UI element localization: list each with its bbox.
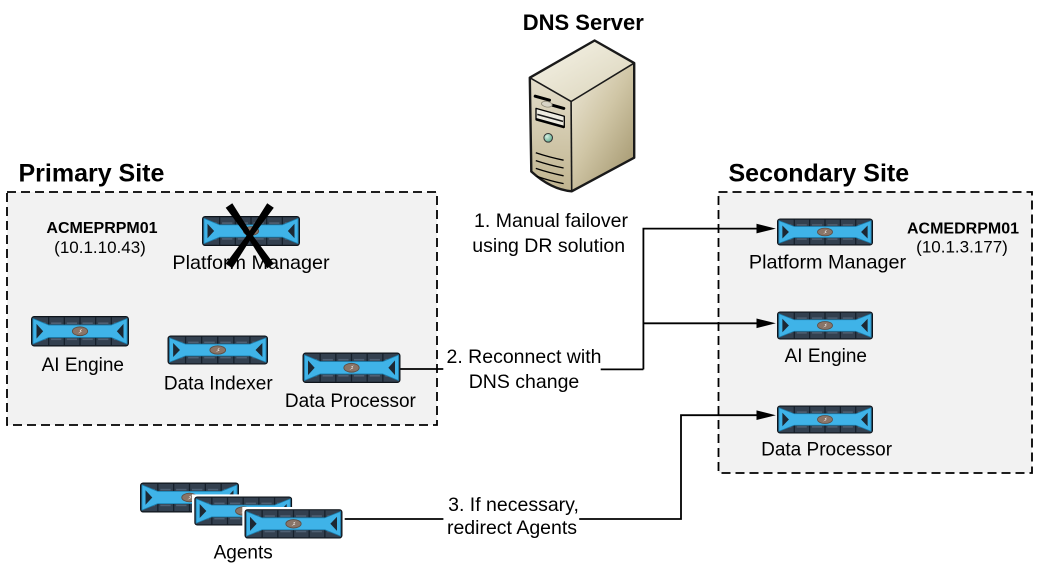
svg-text:Platform Manager: Platform Manager xyxy=(172,252,330,274)
svg-text:Platform Manager: Platform Manager xyxy=(749,252,907,274)
svg-text:Data Indexer: Data Indexer xyxy=(164,374,273,395)
svg-text:redirect Agents: redirect Agents xyxy=(447,517,577,539)
svg-text:Data Processor: Data Processor xyxy=(285,391,417,412)
svg-text:ACMEPRPM01: ACMEPRPM01 xyxy=(46,220,157,237)
svg-text:(10.1.10.43): (10.1.10.43) xyxy=(54,238,146,257)
svg-text:Secondary Site: Secondary Site xyxy=(729,160,910,188)
svg-text:DNS Server: DNS Server xyxy=(523,10,645,35)
svg-text:Agents: Agents xyxy=(214,542,273,563)
svg-text:DNS change: DNS change xyxy=(469,371,580,393)
svg-text:1. Manual failover: 1. Manual failover xyxy=(474,210,628,232)
svg-text:ACMEDRPM01: ACMEDRPM01 xyxy=(907,221,1019,238)
svg-text:Data Processor: Data Processor xyxy=(761,440,893,461)
svg-text:2. Reconnect with: 2. Reconnect with xyxy=(446,346,601,368)
svg-text:using DR solution: using DR solution xyxy=(472,235,625,257)
svg-text:(10.1.3.177): (10.1.3.177) xyxy=(916,238,1008,257)
svg-text:3. If necessary,: 3. If necessary, xyxy=(448,494,579,516)
svg-text:AI Engine: AI Engine xyxy=(785,346,867,367)
svg-text:Primary Site: Primary Site xyxy=(19,160,165,188)
svg-text:AI Engine: AI Engine xyxy=(42,355,124,376)
